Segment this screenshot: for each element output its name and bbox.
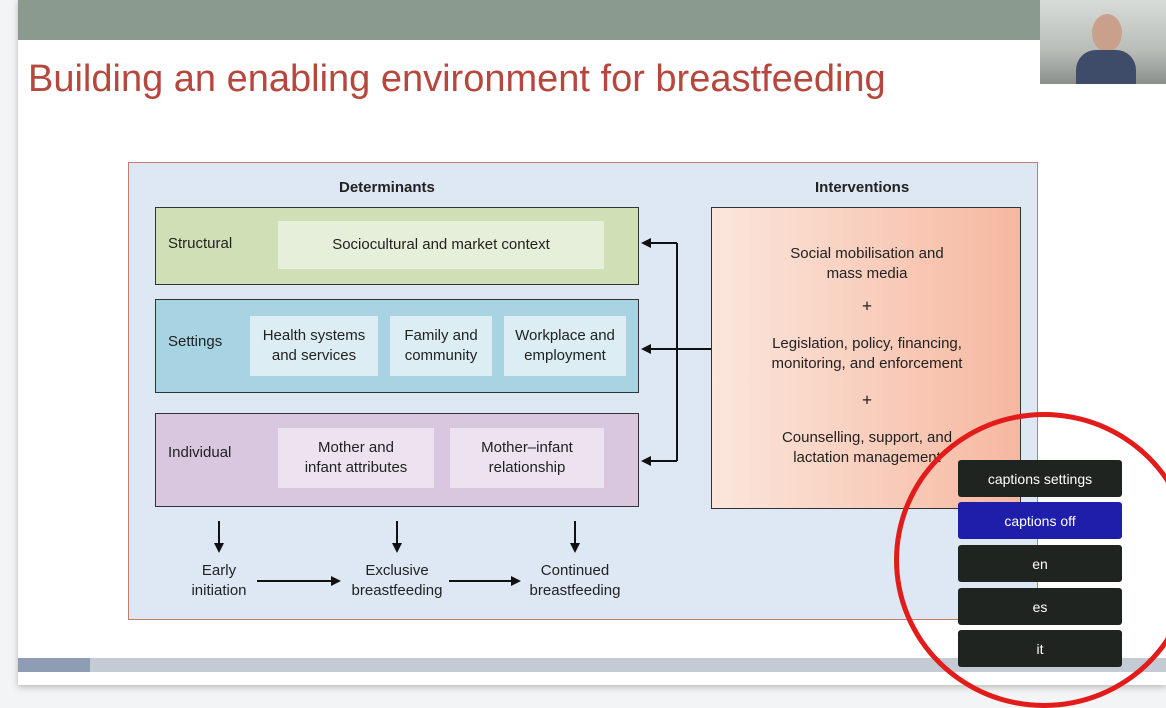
captions-it-button[interactable]: it	[958, 630, 1122, 667]
structural-label: Structural	[168, 235, 233, 252]
captions-en-button[interactable]: en	[958, 545, 1122, 582]
family-community-box: Family and community	[390, 316, 492, 376]
settings-label: Settings	[168, 333, 223, 350]
presentation-slide: Building an enabling environment for bre…	[18, 0, 1166, 685]
determinants-header: Determinants	[339, 179, 435, 196]
slide-title: Building an enabling environment for bre…	[28, 58, 886, 100]
presenter-body	[1076, 50, 1136, 84]
intervention-counselling: Counselling, support, and lactation mana…	[781, 429, 953, 466]
structural-row: Structural Sociocultural and market cont…	[155, 207, 639, 285]
slide-bottom-accent	[18, 658, 90, 672]
intervention-legislation: Legislation, policy, financing, monitori…	[771, 335, 963, 372]
sociocultural-box: Sociocultural and market context	[278, 221, 604, 269]
presenter-head	[1092, 14, 1122, 52]
captions-es-button[interactable]: es	[958, 588, 1122, 625]
connector-arrows	[214, 238, 711, 586]
individual-label: Individual	[168, 444, 232, 461]
settings-row: Settings Health systems and services Fam…	[155, 299, 639, 393]
health-systems-box: Health systems and services	[250, 316, 378, 376]
captions-settings-button[interactable]: captions settings	[958, 460, 1122, 497]
interventions-header: Interventions	[815, 179, 910, 196]
outcome-early-initiation: Early initiation	[191, 562, 247, 599]
presenter-video-thumbnail[interactable]	[1040, 0, 1166, 84]
slide-bottom-bar	[18, 658, 1166, 672]
plus-sign-2: +	[861, 390, 873, 410]
mother-infant-attributes-box: Mother and infant attributes	[278, 428, 434, 488]
plus-sign-1: +	[861, 296, 873, 316]
framework-diagram: Determinants Interventions Structural So…	[128, 162, 1038, 620]
outcome-continued-breastfeeding: Continued breastfeeding	[529, 562, 621, 599]
intervention-social-mobilisation: Social mobilisation and mass media	[790, 245, 944, 282]
individual-row: Individual Mother and infant attributes …	[155, 413, 639, 507]
workplace-box: Workplace and employment	[504, 316, 626, 376]
slide-top-bar	[18, 0, 1166, 40]
mother-infant-relationship-box: Mother–infant relationship	[450, 428, 604, 488]
interventions-box: Social mobilisation and mass media + Leg…	[711, 207, 1021, 509]
outcome-exclusive-breastfeeding: Exclusive breastfeeding	[351, 562, 443, 599]
captions-off-button[interactable]: captions off	[958, 502, 1122, 539]
